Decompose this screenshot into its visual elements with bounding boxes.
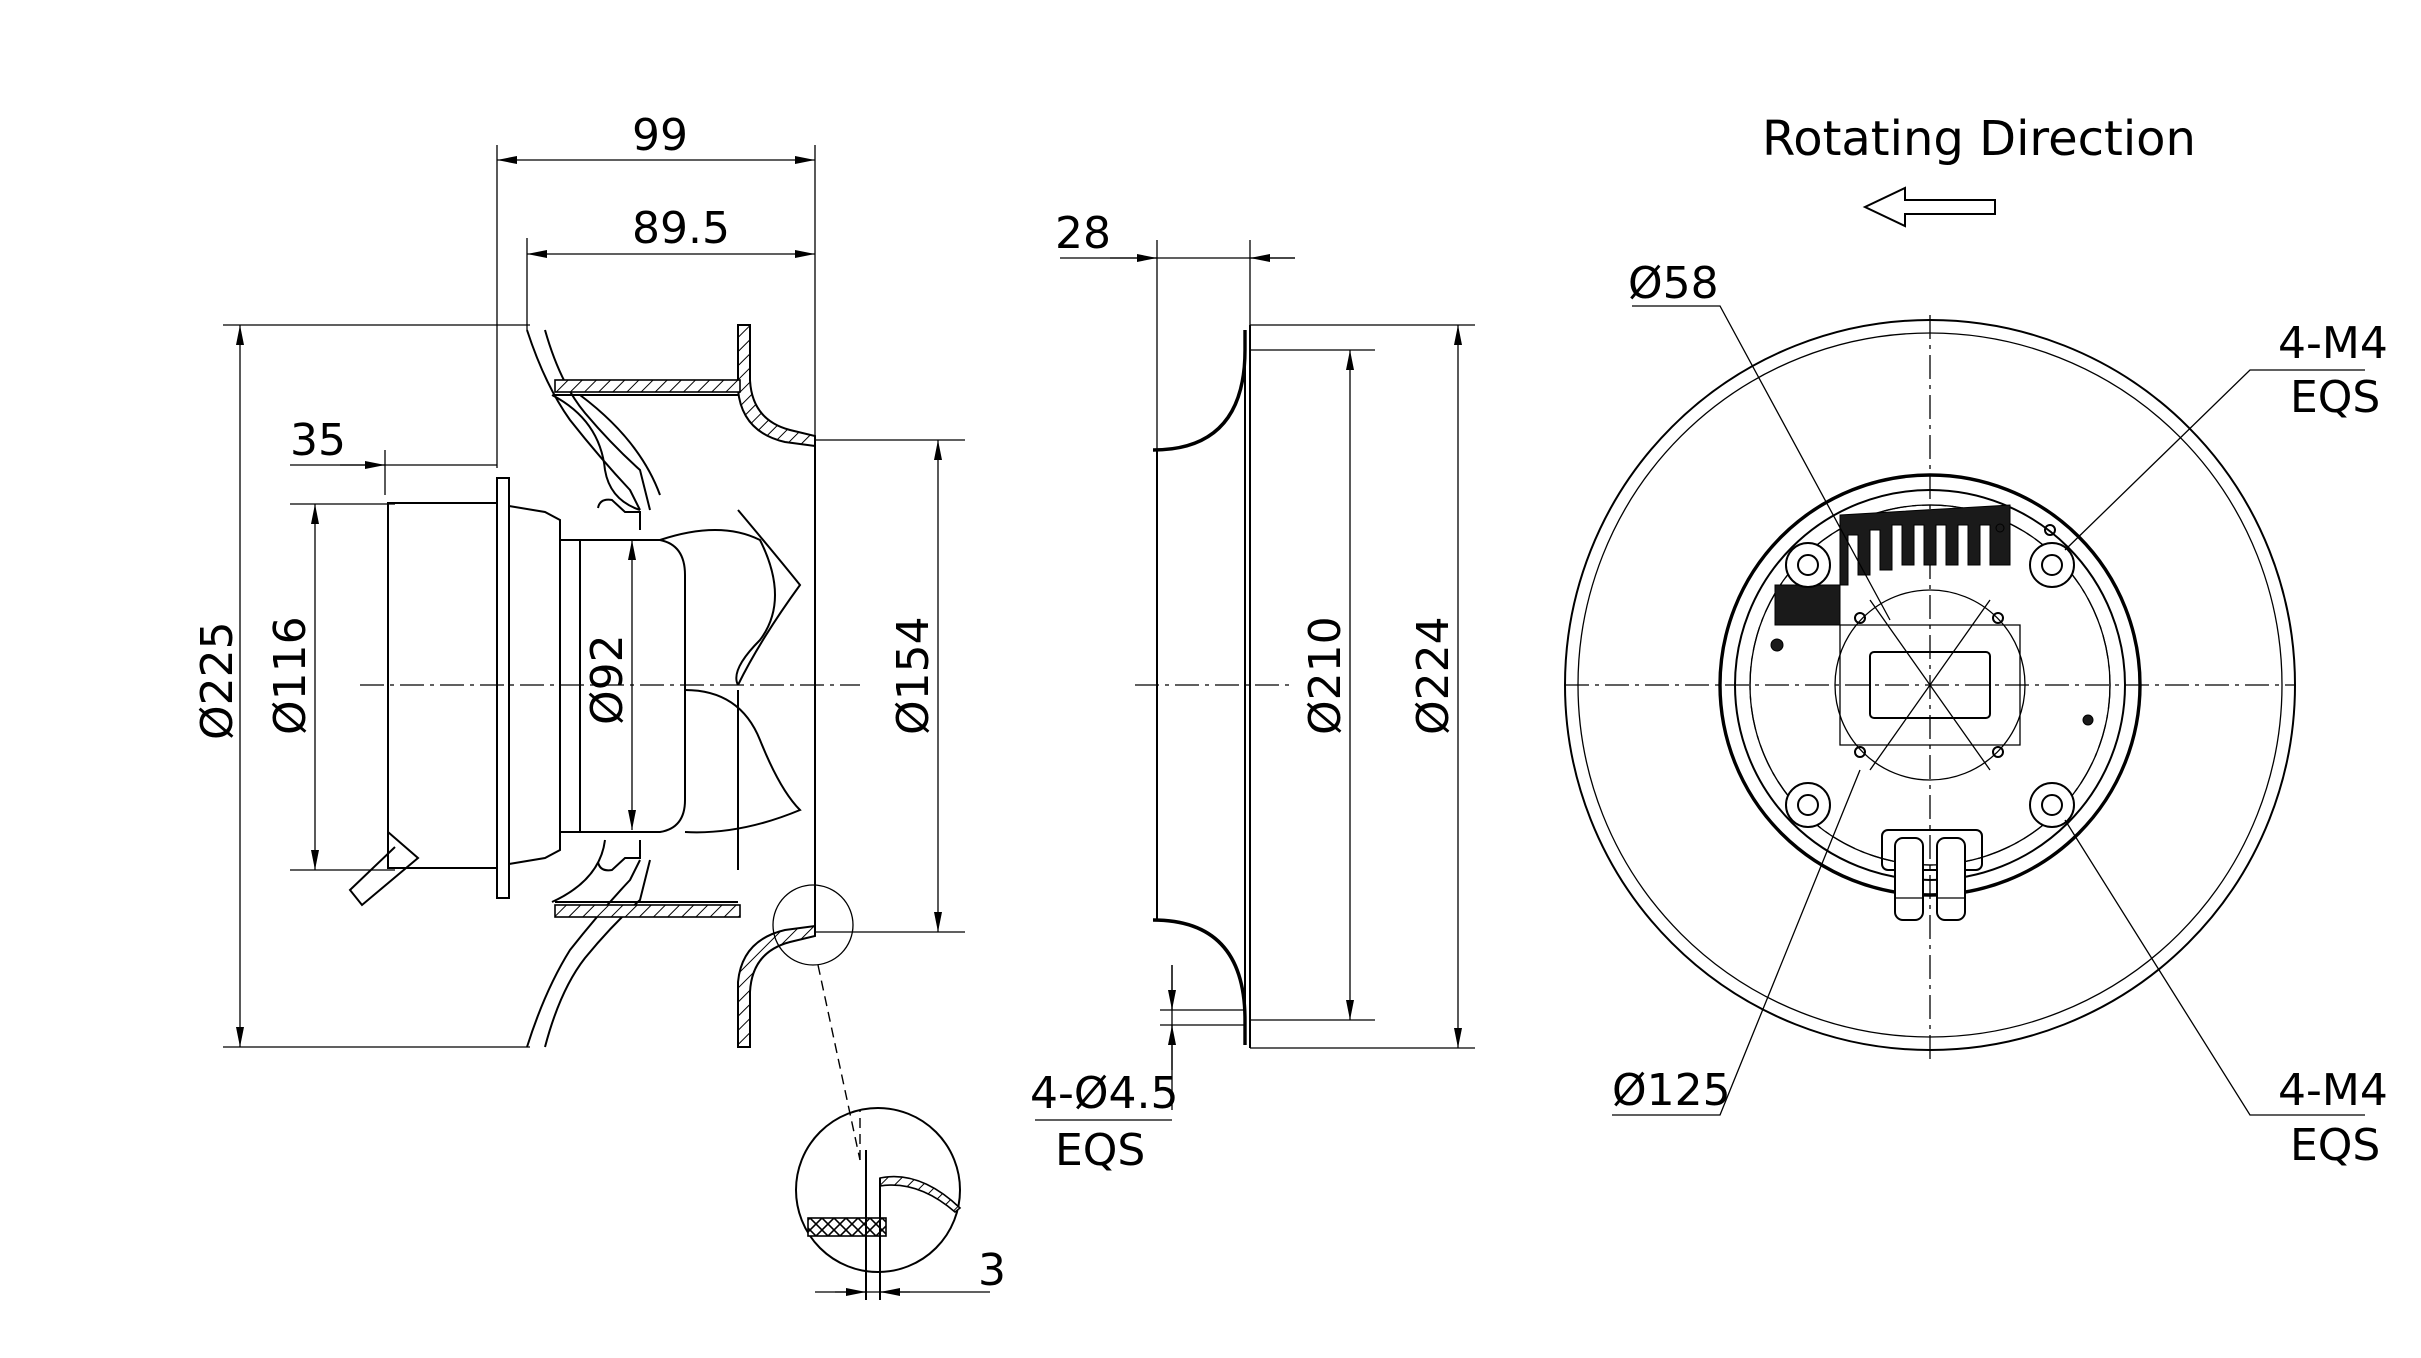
impeller-shroud-upper bbox=[737, 324, 816, 448]
mounting-boss-bottom-left bbox=[1785, 782, 1831, 828]
nozzle-profile-lower bbox=[1152, 918, 1247, 1045]
detail-marker bbox=[772, 884, 854, 966]
motor-inner-circle bbox=[1734, 489, 2126, 881]
impeller-backplate-upper-inner bbox=[544, 329, 651, 511]
blade-curve bbox=[551, 394, 641, 511]
motor-flange-step bbox=[508, 505, 561, 865]
bolt-circle bbox=[1749, 504, 2111, 866]
vent-dot bbox=[1770, 638, 1784, 652]
blade-curve bbox=[684, 689, 802, 834]
dim-label-35: 35 bbox=[290, 415, 346, 466]
center-diagonal bbox=[1869, 599, 1991, 771]
dim-label-92: Ø92 bbox=[582, 634, 633, 725]
impeller-outer-circle bbox=[1564, 319, 2296, 1051]
mounting-boss-top-right bbox=[2029, 542, 2075, 588]
dim-label-3: 3 bbox=[978, 1245, 1006, 1296]
detail-circle bbox=[795, 1107, 961, 1273]
vent-dot bbox=[1995, 523, 2005, 533]
mounting-boss-bottom-right bbox=[2029, 782, 2075, 828]
dim-label-m4-bottom-note: EQS bbox=[2290, 1120, 2380, 1171]
dim-label-28: 28 bbox=[1055, 208, 1111, 259]
hub-clip-lower bbox=[597, 840, 641, 872]
blade-band-upper bbox=[554, 379, 741, 393]
motor-cable-gland bbox=[348, 831, 420, 907]
detail-section-flat bbox=[807, 1217, 887, 1237]
leader-m4-top bbox=[2064, 369, 2365, 551]
dim-label-224: Ø224 bbox=[1408, 616, 1459, 735]
hub-clip-upper bbox=[597, 498, 641, 530]
cable-outlet bbox=[1881, 829, 1983, 921]
blade-curve bbox=[579, 394, 661, 496]
blade-curve bbox=[659, 529, 776, 686]
nozzle-profile-upper bbox=[1152, 330, 1247, 452]
screw-hole bbox=[1854, 612, 1866, 624]
leader-m4-bottom bbox=[2064, 819, 2365, 1116]
screw-hole bbox=[1854, 746, 1866, 758]
dim-label-210: Ø210 bbox=[1300, 616, 1351, 735]
impeller-backplate-lower bbox=[526, 859, 641, 1048]
dim-label-holes-note: EQS bbox=[1055, 1125, 1145, 1176]
dim-label-m4-top: 4-M4 bbox=[2278, 318, 2388, 369]
cooling-fins bbox=[1839, 504, 2011, 586]
vent-dot bbox=[2082, 714, 2094, 726]
dim-label-o125: Ø125 bbox=[1612, 1065, 1731, 1116]
motor-flange bbox=[496, 477, 510, 899]
detail-view bbox=[795, 1107, 990, 1300]
rotating-direction-title: Rotating Direction bbox=[1762, 111, 2196, 167]
motor-outer-circle bbox=[1718, 473, 2142, 897]
cooling-fins-left bbox=[1774, 584, 1841, 626]
dim-label-225: Ø225 bbox=[192, 621, 243, 740]
impeller-backplate-upper bbox=[526, 329, 641, 511]
impeller-outer-circle-inner bbox=[1577, 332, 2283, 1038]
mounting-boss-top-left bbox=[1785, 542, 1831, 588]
screw-hole bbox=[1992, 612, 2004, 624]
dim-label-116: Ø116 bbox=[265, 616, 316, 735]
center-plate-outline bbox=[1839, 624, 2021, 746]
front-view bbox=[1564, 186, 2365, 1116]
dim-label-89-5: 89.5 bbox=[632, 203, 730, 254]
vent-dot bbox=[2044, 524, 2056, 536]
dim-label-154: Ø154 bbox=[888, 616, 939, 735]
detail-section-curved bbox=[879, 1175, 962, 1214]
blade-band-lower bbox=[554, 904, 741, 918]
rotor-hub bbox=[560, 539, 686, 833]
detail-leader bbox=[817, 964, 861, 1161]
dim-label-m4-bottom: 4-M4 bbox=[2278, 1065, 2388, 1116]
dim-label-o58: Ø58 bbox=[1628, 258, 1719, 309]
dim-label-holes: 4-Ø4.5 bbox=[1030, 1068, 1178, 1119]
dim-label-99: 99 bbox=[632, 110, 688, 161]
nozzle-view bbox=[1035, 240, 1475, 1121]
leader-o58 bbox=[1632, 305, 1891, 621]
impeller-backplate-lower-inner bbox=[544, 859, 651, 1048]
leader-o125 bbox=[1612, 769, 1861, 1116]
center-label-plate bbox=[1869, 651, 1991, 719]
dim-label-m4-top-note: EQS bbox=[2290, 372, 2380, 423]
blade-curve bbox=[737, 509, 802, 686]
side-view bbox=[223, 145, 965, 1161]
hub-circle bbox=[1834, 589, 2026, 781]
blade-curve bbox=[551, 839, 606, 903]
screw-hole bbox=[1992, 746, 2004, 758]
impeller-shroud-lower bbox=[737, 924, 816, 1048]
rotating-direction-arrow bbox=[1862, 186, 1996, 228]
